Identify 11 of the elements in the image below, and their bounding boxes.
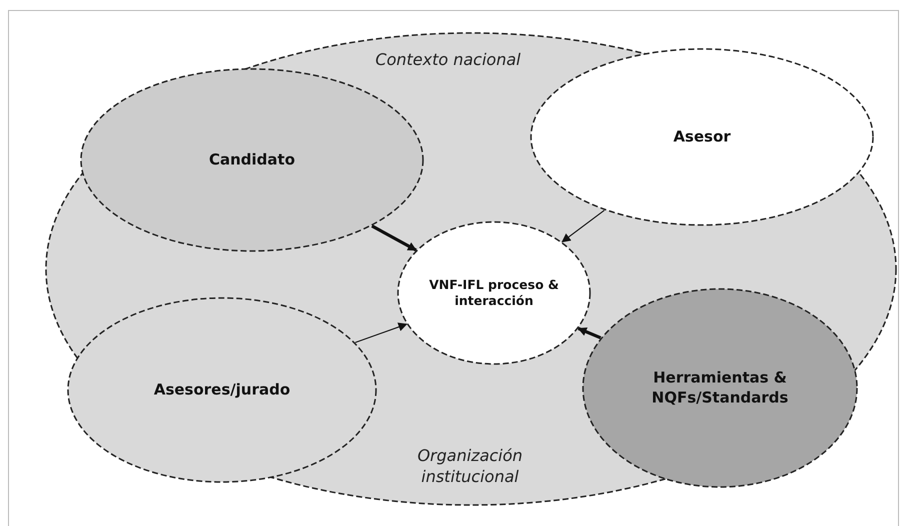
context-label: Contexto nacional xyxy=(374,50,522,71)
arrow xyxy=(578,327,602,340)
ellipse-label: Asesores/jurado xyxy=(152,380,292,400)
arrow xyxy=(371,224,417,252)
context-label: Organización institucional xyxy=(416,446,524,488)
ellipse-label: Herramientas & NQFs/Standards xyxy=(650,368,790,408)
ellipse-label: VNF-IFL proceso & interacción xyxy=(428,276,560,310)
arrow xyxy=(562,210,605,242)
ellipse-label: Candidato xyxy=(208,150,296,170)
ellipse-label: Asesor xyxy=(672,127,732,147)
arrow xyxy=(355,322,408,343)
